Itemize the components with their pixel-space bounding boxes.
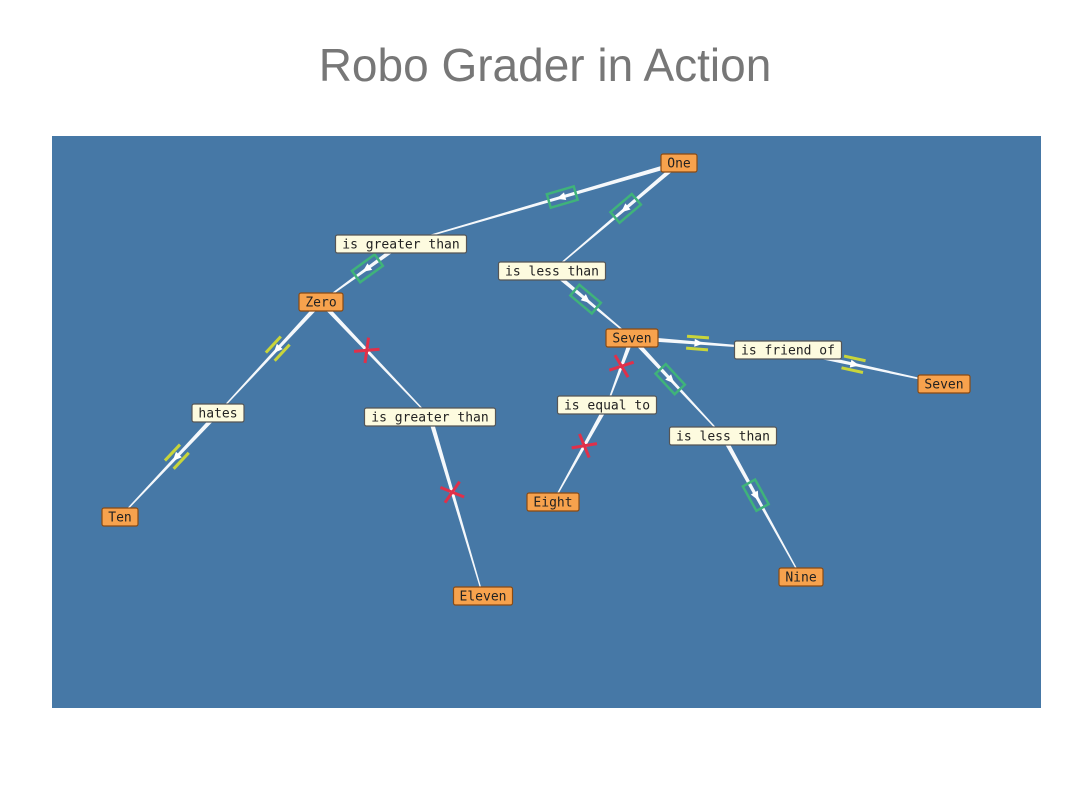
concept-node-eleven[interactable]: Eleven [452,586,514,606]
relation-node-lt2[interactable]: is less than [668,426,778,446]
concept-node-nine[interactable]: Nine [778,567,824,587]
edge-arrowhead [172,451,182,462]
node-label: is greater than [342,238,459,253]
grade-marks-layer [163,184,866,513]
edge-seven-to-lt2 [630,336,724,437]
concept-node-ten[interactable]: Ten [101,507,139,527]
edge-zero-to-hates [217,300,323,414]
wrong-mark-icon [571,433,598,459]
relation-node-lt1[interactable]: is less than [497,261,607,281]
relation-node-hates[interactable]: hates [191,403,245,423]
wrong-mark-icon [439,480,465,504]
edge-one-to-lt1 [551,161,681,272]
relation-node-friend[interactable]: is friend of [733,340,843,360]
edge-one-to-gt1 [400,160,680,245]
node-label: One [667,157,691,172]
node-label: hates [198,407,237,422]
partial-mark-icon [841,354,866,374]
correct-mark-icon [545,184,580,210]
node-label: Nine [785,571,816,586]
edge-gt2-to-eleven [427,416,484,597]
edge-eq-to-eight [552,403,609,503]
relation-node-eq[interactable]: is equal to [556,395,658,415]
node-label: Seven [924,378,963,393]
concept-node-seven2[interactable]: Seven [917,374,971,394]
correct-mark-icon [350,252,385,284]
edge-arrowhead [694,338,704,347]
concept-node-eight[interactable]: Eight [526,492,580,512]
concept-node-zero[interactable]: Zero [298,292,344,312]
node-label: is friend of [741,344,835,359]
correct-mark-icon [608,192,643,225]
partial-mark-icon [264,335,291,362]
edge-arrowhead [621,203,631,213]
node-label: is less than [505,265,599,280]
edge-arrowhead [362,263,373,272]
edge-arrowhead [750,490,759,501]
node-label: is greater than [371,411,488,426]
edge-arrowhead [273,343,283,354]
slide-title: Robo Grader in Action [318,39,772,91]
node-label: Eight [533,496,572,511]
node-label: Eleven [460,590,507,605]
concept-node-seven[interactable]: Seven [605,328,659,348]
node-label: is less than [676,430,770,445]
node-label: is equal to [564,399,650,414]
relation-node-gt2[interactable]: is greater than [363,407,497,427]
concept-node-one[interactable]: One [660,153,698,173]
edge-arrowhead [849,359,860,368]
node-label: Ten [108,511,131,526]
correct-mark-icon [741,477,771,513]
correct-mark-icon [653,362,687,396]
edge-gt1-to-zero [320,242,403,303]
partial-mark-icon [685,334,710,352]
correct-mark-icon [568,283,603,316]
edges-layer [119,160,945,597]
wrong-mark-icon [353,337,380,364]
edge-hates-to-ten [119,411,220,518]
edge-arrowhead [556,192,567,201]
partial-mark-icon [163,443,190,470]
node-label: Zero [305,296,336,311]
edge-zero-to-gt2 [319,300,431,418]
relation-node-gt1[interactable]: is greater than [334,234,468,254]
edge-arrowhead [580,294,591,303]
edge-lt1-to-seven [550,269,633,339]
edge-lt2-to-nine [721,434,802,578]
edge-arrowhead [665,374,675,384]
wrong-mark-icon [608,354,635,378]
node-label: Seven [612,332,651,347]
